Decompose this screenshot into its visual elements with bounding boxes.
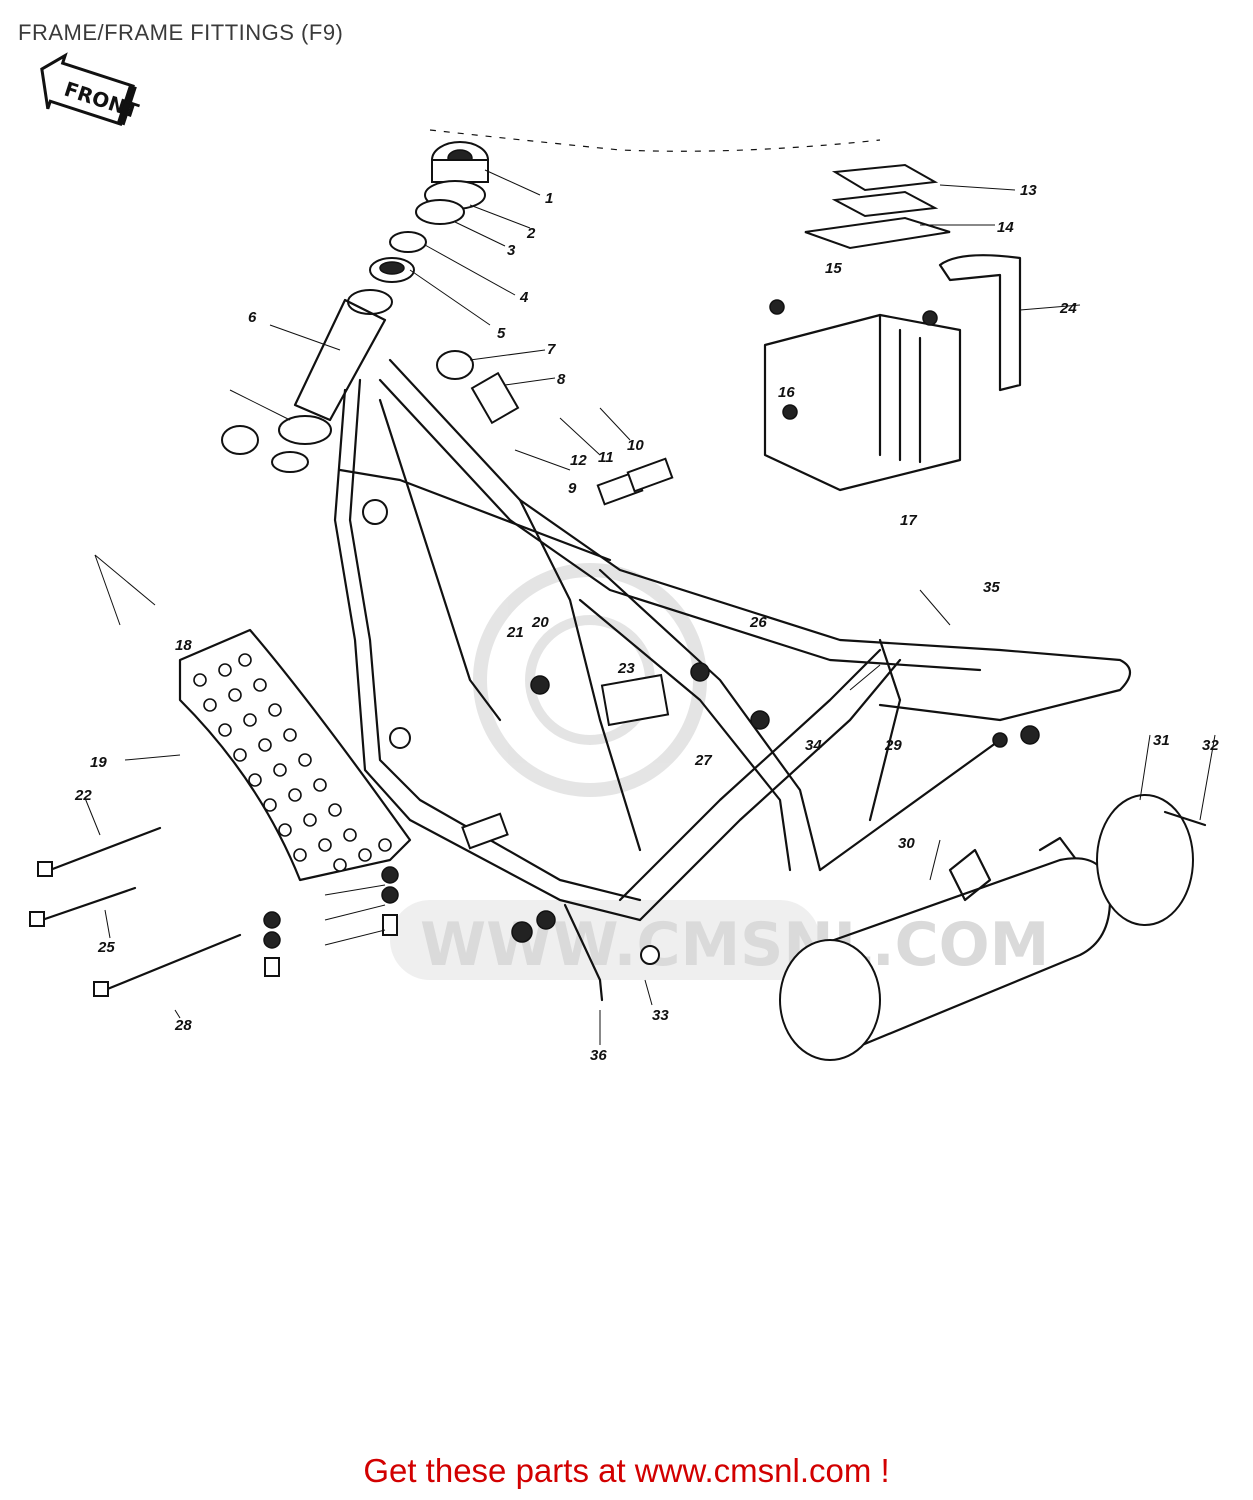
- callout-19: 19: [90, 754, 107, 771]
- callout-6: 6: [248, 309, 257, 326]
- callout-3: 3: [507, 242, 516, 259]
- callout-2: 2: [526, 225, 536, 242]
- callout-11: 11: [598, 449, 614, 466]
- callout-29: 29: [884, 737, 902, 754]
- frame: [333, 358, 1132, 922]
- battery-box: [763, 163, 1022, 492]
- callout-5: 5: [497, 325, 506, 342]
- front-badge: FRONT: [40, 52, 142, 126]
- callout-7: 7: [547, 341, 556, 358]
- callout-1: 1: [545, 190, 553, 207]
- fuel-tank-outline: [429, 129, 881, 152]
- callout-15: 15: [825, 260, 842, 277]
- callout-17: 17: [900, 512, 917, 529]
- muffler: [779, 794, 1207, 1061]
- callout-26: 26: [749, 614, 767, 631]
- callout-9: 9: [568, 480, 577, 497]
- callout-10: 10: [627, 437, 644, 454]
- callout-23: 23: [617, 660, 635, 677]
- callout-22: 22: [74, 787, 92, 804]
- callout-20: 20: [531, 614, 549, 631]
- callout-35: 35: [983, 579, 1000, 596]
- leader-lines: [84, 169, 1216, 1045]
- callout-36: 36: [590, 1047, 607, 1064]
- callout-8: 8: [557, 371, 566, 388]
- callout-14: 14: [997, 219, 1014, 236]
- callout-27: 27: [694, 752, 712, 769]
- page-title: FRAME/FRAME FITTINGS (F9): [18, 20, 344, 45]
- callout-32: 32: [1202, 737, 1219, 754]
- footer-link[interactable]: Get these parts at www.cmsnl.com !: [363, 1452, 890, 1489]
- skid-plate: [178, 628, 412, 882]
- callout-labels: 1 2 3 4 5 6 7 8 9 10 11 12 13 14 15 16 1…: [74, 182, 1219, 1064]
- watermark-text: WWW.CMSNL.COM: [420, 910, 1049, 980]
- callout-4: 4: [519, 289, 529, 306]
- callout-24: 24: [1059, 300, 1077, 317]
- long-bolts: [29, 826, 399, 997]
- callout-33: 33: [652, 1007, 669, 1024]
- callout-21: 21: [506, 624, 524, 641]
- callout-18: 18: [175, 637, 192, 654]
- misc-parts: [436, 350, 1040, 1002]
- callout-16: 16: [778, 384, 795, 401]
- callout-12: 12: [570, 452, 587, 469]
- callout-13: 13: [1020, 182, 1037, 199]
- watermark: WWW.CMSNL.COM: [390, 563, 1049, 980]
- callout-31: 31: [1153, 732, 1170, 749]
- steering-stem-parts: [221, 141, 489, 473]
- callout-25: 25: [97, 939, 115, 956]
- callout-30: 30: [898, 835, 915, 852]
- head-tube: [293, 298, 387, 422]
- callout-34: 34: [805, 737, 822, 754]
- callout-28: 28: [174, 1017, 192, 1034]
